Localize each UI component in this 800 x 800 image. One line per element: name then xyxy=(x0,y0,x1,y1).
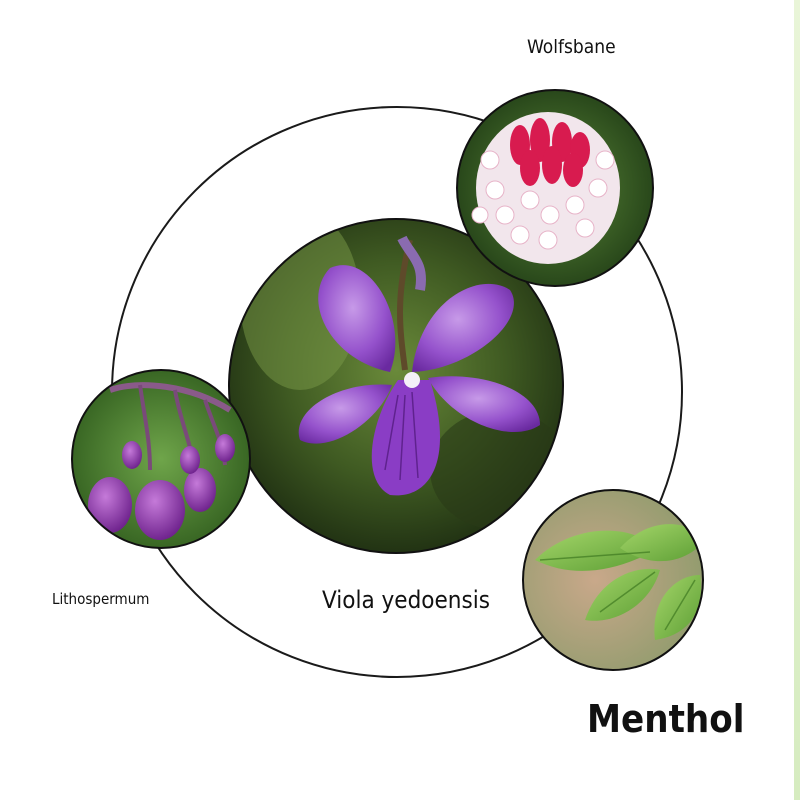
viola-yedoensis-label: Viola yedoensis xyxy=(322,586,490,614)
lithospermum-image xyxy=(71,369,251,549)
menthol-image xyxy=(522,489,704,671)
wolfsbane-image xyxy=(456,89,654,287)
right-edge-strip xyxy=(794,0,800,800)
lithospermum-label: Lithospermum xyxy=(52,590,150,608)
menthol-label: Menthol xyxy=(587,697,745,741)
wolfsbane-label: Wolfsbane xyxy=(527,36,616,58)
